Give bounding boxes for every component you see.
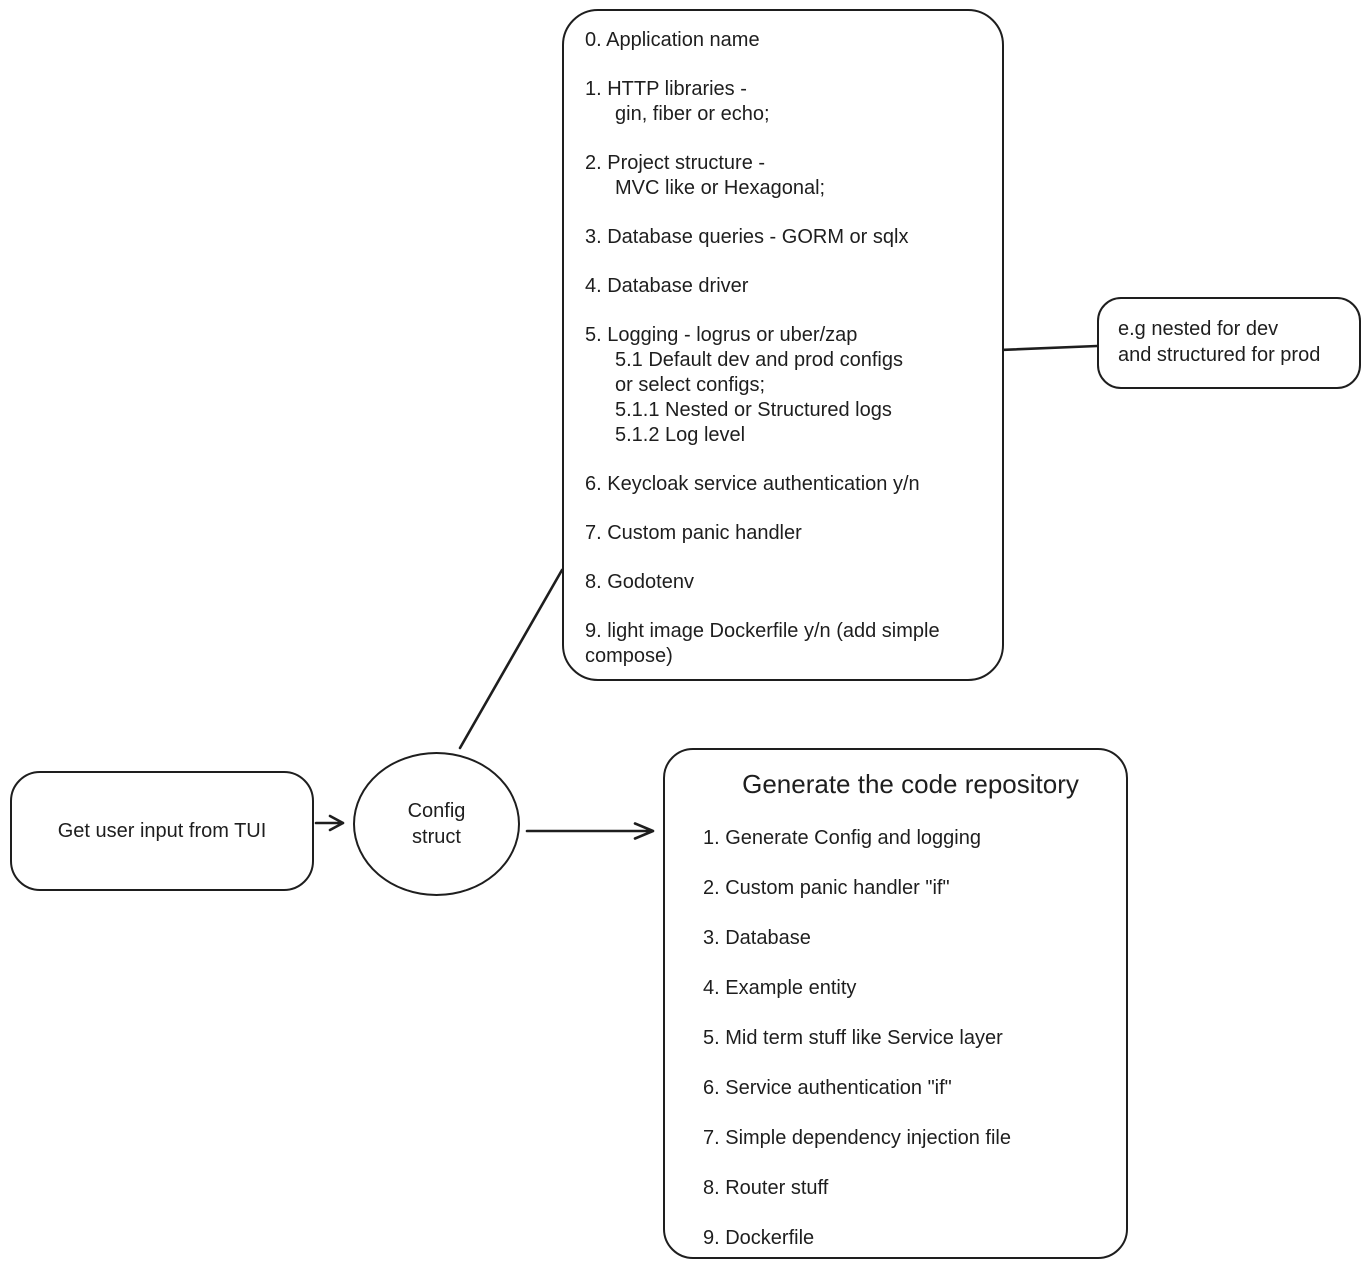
spec-line: 2. Project structure - (585, 152, 766, 174)
config-node-label: struct (412, 826, 461, 848)
spec-line: 5.1.2 Log level (615, 424, 746, 446)
spec-line: 5. Logging - logrus or uber/zap (585, 324, 858, 346)
config-struct-node[interactable]: Config struct (353, 752, 520, 896)
spec-item-8: 8. Godotenv (585, 570, 996, 595)
note-node[interactable]: e.g nested for dev and structured for pr… (1097, 297, 1361, 389)
spec-line: 7. Custom panic handler (585, 522, 802, 544)
spec-line: 1. HTTP libraries - (585, 78, 747, 100)
generate-item-7: 7. Simple dependency injection file (703, 1127, 1011, 1149)
arrow-input-to-config (314, 814, 345, 832)
generate-item-2: 2. Custom panic handler "if" (703, 877, 950, 899)
generate-item-5: 5. Mid term stuff like Service layer (703, 1027, 1003, 1049)
spec-item-2: 2. Project structure - MVC like or Hexag… (585, 151, 996, 201)
config-node-label: Config (407, 800, 466, 822)
spec-list-node[interactable]: 0. Application name 1. HTTP libraries - … (562, 9, 1004, 681)
spec-line: gin, fiber or echo; (615, 103, 770, 125)
spec-line: 9. light image Dockerfile y/n (add simpl… (585, 620, 940, 642)
arrow-config-to-generate (525, 822, 655, 840)
spec-item-6: 6. Keycloak service authentication y/n (585, 472, 996, 497)
spec-line: 5.1.1 Nested or Structured logs (615, 399, 892, 421)
generate-node-title: Generate the code repository (742, 769, 1079, 799)
input-node-label: Get user input from TUI (57, 819, 267, 842)
spec-line: 4. Database driver (585, 275, 749, 297)
spec-line: 8. Godotenv (585, 571, 694, 593)
spec-line: 0. Application name (585, 29, 760, 51)
note-line: and structured for prod (1118, 344, 1321, 366)
spec-item-0: 0. Application name (585, 28, 996, 53)
line-config-to-spec (458, 568, 564, 750)
spec-item-9: 9. light image Dockerfile y/n (add simpl… (585, 619, 996, 669)
spec-line: 3. Database queries - GORM or sqlx (585, 226, 909, 248)
spec-item-5: 5. Logging - logrus or uber/zap 5.1 Defa… (585, 323, 996, 448)
note-line: e.g nested for dev (1118, 318, 1279, 340)
spec-item-1: 1. HTTP libraries - gin, fiber or echo; (585, 77, 996, 127)
spec-line: 5.1 Default dev and prod configs (615, 349, 903, 371)
spec-item-4: 4. Database driver (585, 274, 996, 299)
generate-item-6: 6. Service authentication "if" (703, 1077, 952, 1099)
input-node[interactable]: Get user input from TUI (10, 771, 314, 891)
generate-item-8: 8. Router stuff (703, 1177, 829, 1199)
generate-item-3: 3. Database (703, 927, 811, 949)
generate-item-4: 4. Example entity (703, 977, 857, 999)
spec-line: or select configs; (615, 374, 766, 396)
spec-item-3: 3. Database queries - GORM or sqlx (585, 225, 996, 250)
generate-item-1: 1. Generate Config and logging (703, 827, 981, 849)
generate-item-9: 9. Dockerfile (703, 1227, 815, 1249)
spec-line: 6. Keycloak service authentication y/n (585, 473, 920, 495)
spec-line: MVC like or Hexagonal; (615, 177, 826, 199)
spec-item-7: 7. Custom panic handler (585, 521, 996, 546)
spec-line: compose) (585, 645, 673, 667)
generate-repo-node[interactable]: Generate the code repository 1. Generate… (663, 748, 1128, 1259)
